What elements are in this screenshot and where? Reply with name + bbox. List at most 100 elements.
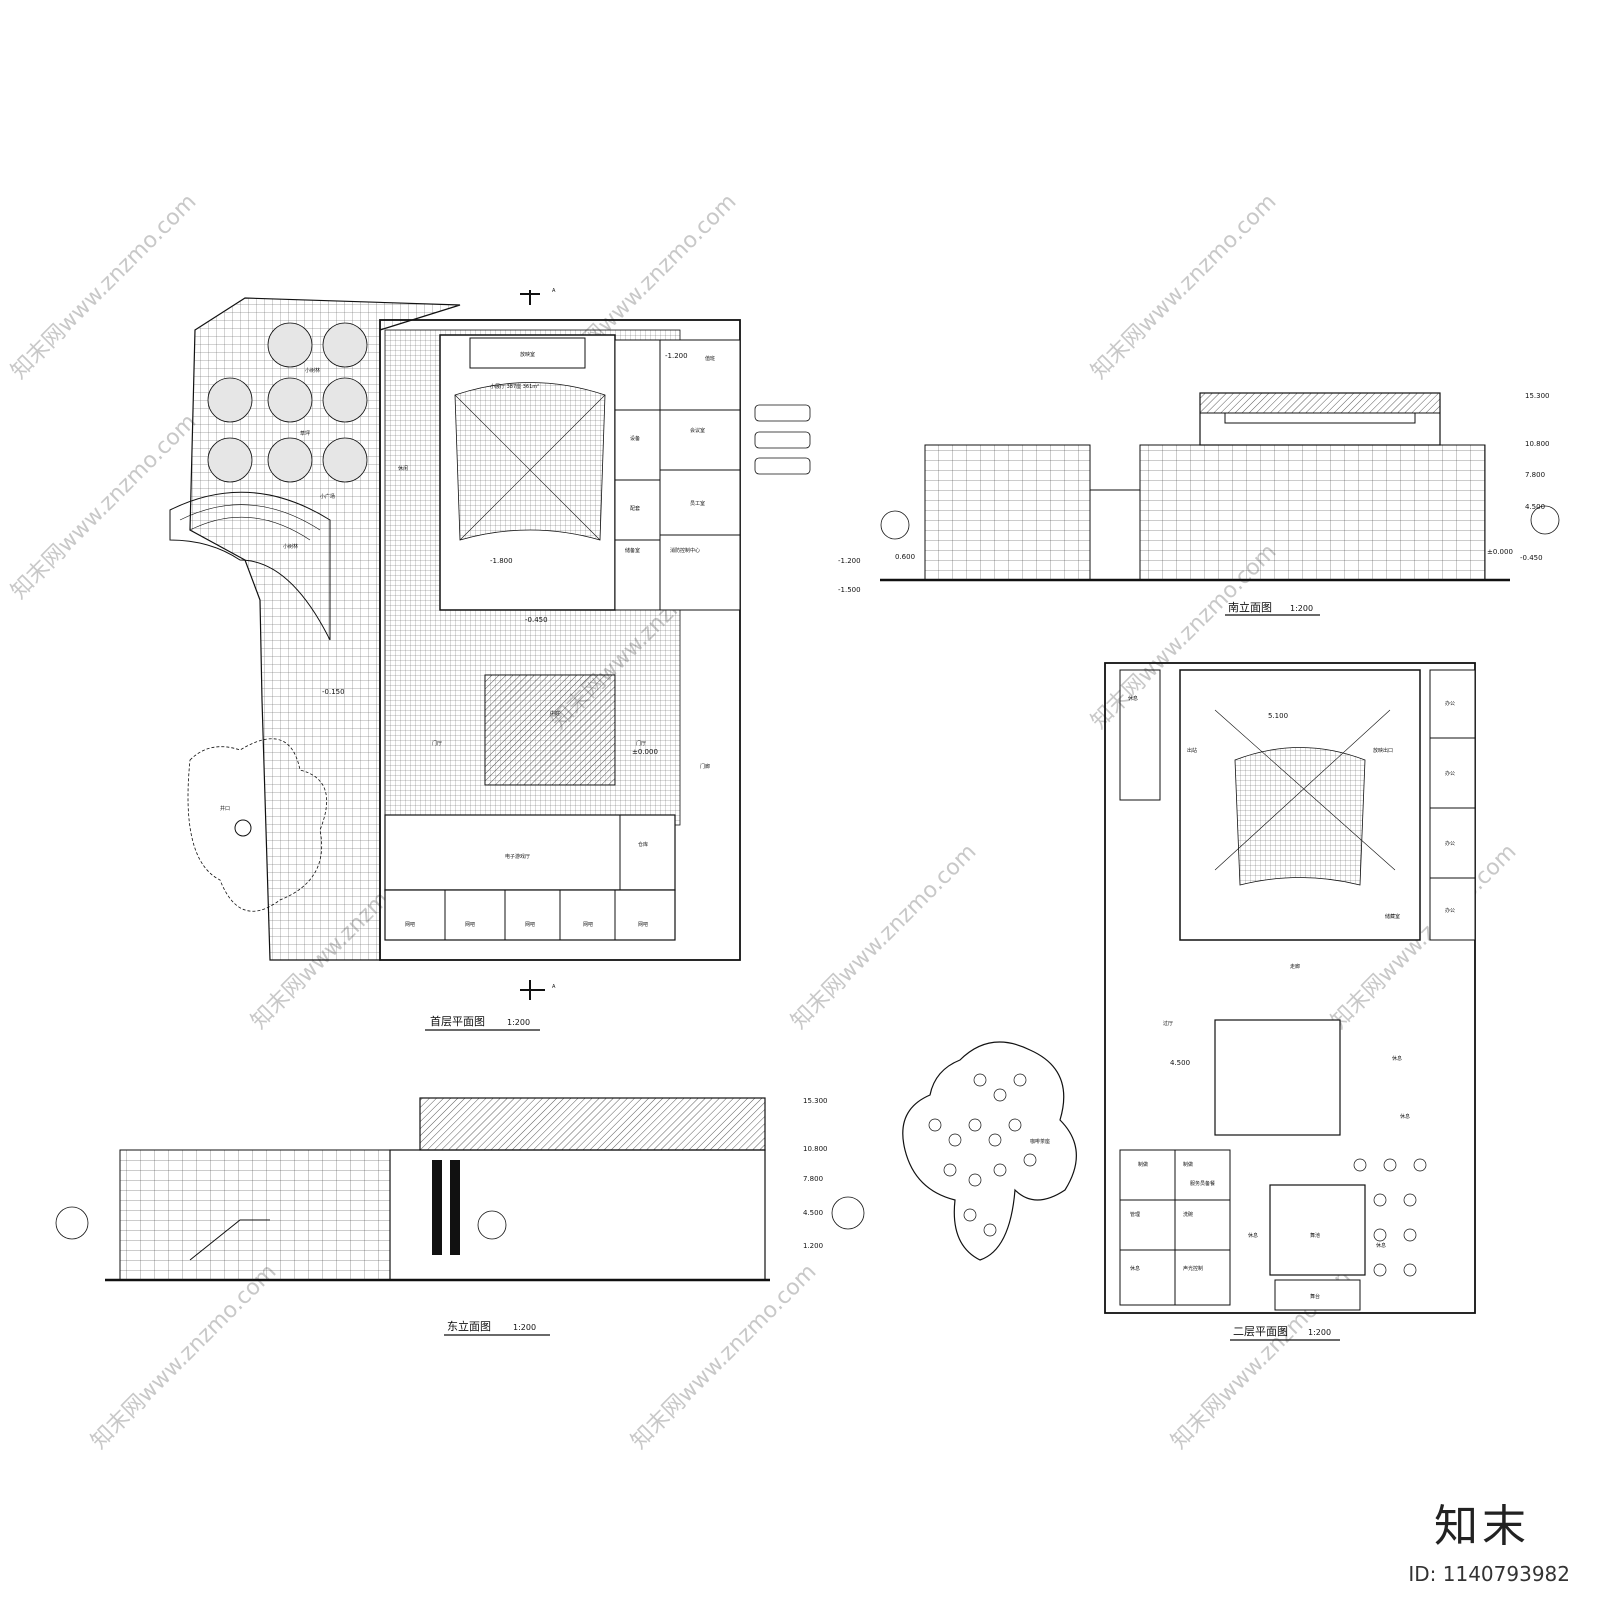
level-mark: -1.200: [838, 557, 861, 565]
tree-symbol: [831, 1196, 865, 1230]
level-mark: 10.800: [1525, 440, 1550, 448]
room-label: 小树林: [283, 543, 298, 550]
room-label: 放映室: [520, 351, 535, 358]
drawing-scale: 1:200: [1308, 1328, 1331, 1337]
room-label: 制做: [1138, 1161, 1148, 1168]
south-elevation: 15.300 10.800 7.800 4.500 ±0.000 -0.450 …: [838, 392, 1560, 616]
room-label: 管理: [1130, 1211, 1140, 1218]
pond-outline: [187, 738, 327, 912]
tree-symbol: [1530, 505, 1560, 535]
room-label: 办公: [1445, 700, 1455, 707]
level-mark: -0.450: [1520, 554, 1543, 562]
room-label: 网吧: [638, 922, 648, 928]
drawing-title: 南立面图: [1228, 600, 1272, 614]
level-mark: 0.600: [895, 553, 915, 561]
room-label: 储备室: [625, 547, 640, 554]
room-label: 制做: [1183, 1161, 1193, 1168]
tree-grove: [207, 322, 368, 483]
room-label: 休息: [1392, 1055, 1402, 1062]
cafe-terrace: [902, 1041, 1077, 1261]
watermark: 知末网www.znzmo.com: [7, 189, 202, 384]
room-label: 小广场: [320, 493, 335, 500]
room-label: 消防控制中心: [670, 547, 700, 554]
room-label: 声光控制: [1183, 1265, 1203, 1272]
facade-east-block: [389, 1149, 766, 1281]
room-label: 走廊: [1290, 963, 1300, 970]
room-label: 过厅: [1163, 1020, 1173, 1027]
watermark: 知末网www.znzmo.com: [787, 839, 982, 1034]
second-floor-plan: 休息 办公 办公 办公 办公 储藏室 走廊 过厅 休息 休息 咖啡茶座 制做 管…: [902, 662, 1476, 1341]
room-label: 网吧: [583, 922, 593, 928]
facade-left-wing: [924, 444, 1091, 581]
room-label: 门厅: [636, 740, 646, 747]
room-label: 井口: [220, 805, 230, 812]
stage: [1274, 1279, 1361, 1311]
roof-band: [1199, 392, 1441, 414]
room-label: 办公: [1445, 907, 1455, 914]
section-mark: A: [552, 288, 556, 294]
drawing-scale: 1:200: [507, 1018, 530, 1027]
room-label: 出站: [1187, 747, 1197, 754]
room-label: 会议室: [690, 427, 705, 434]
room-label: 洗碗: [1183, 1211, 1193, 1218]
parking-cars: [754, 404, 811, 475]
room-label: 休闲: [398, 465, 408, 472]
tree-symbol: [477, 1210, 507, 1240]
room-label: 草坪: [300, 430, 310, 437]
ground-floor-plan: A A 小展厅 387座 361m² 放映室 值班 会议室 设备 员工室 配套 …: [169, 288, 811, 1031]
drawing-title: 二层平面图: [1233, 1325, 1288, 1338]
elevation-mark: -1.800: [490, 557, 513, 565]
level-mark: 10.800: [803, 1145, 828, 1153]
level-mark: 1.200: [803, 1242, 823, 1250]
room-label: 网吧: [525, 922, 535, 928]
asset-id: ID: 1140793982: [1408, 1562, 1570, 1586]
room-label: 舞池: [1310, 1232, 1320, 1239]
tree-symbol: [880, 510, 910, 540]
watermark: 知末网www.znzmo.com: [87, 1259, 282, 1454]
room-label: 咖啡茶座: [1030, 1138, 1050, 1145]
elevation-mark: ±0.000: [632, 748, 658, 756]
game-hall: [384, 814, 676, 891]
room-label: 休息: [1130, 1265, 1140, 1272]
room-label: 储藏室: [1385, 913, 1400, 920]
room-label: 休息: [1248, 1232, 1258, 1239]
room-label: 休息: [1400, 1113, 1410, 1120]
room-label: 舞台: [1310, 1293, 1320, 1300]
facade-main: [1139, 444, 1486, 581]
drawing-scale: 1:200: [513, 1323, 536, 1332]
lounge-strip: [1119, 669, 1161, 801]
building-body: [379, 319, 741, 961]
level-mark: 4.500: [1525, 503, 1545, 511]
elevation-mark: -1.200: [665, 352, 688, 360]
room-label: 小树林: [305, 367, 320, 374]
level-mark: 15.300: [1525, 392, 1550, 400]
projection-room: [469, 337, 586, 369]
facade-link: [1089, 489, 1141, 581]
roof-volume-east: [419, 1097, 766, 1151]
cinema-seating: [454, 382, 606, 541]
well-symbol: [234, 819, 252, 837]
room-label: 休息: [1376, 1242, 1386, 1249]
plan-outline: [1104, 662, 1476, 1314]
room-label: 配套: [630, 505, 640, 512]
level-mark: 7.800: [1525, 471, 1545, 479]
watermark: 知末网www.znzmo.com: [7, 409, 202, 604]
room-label: 办公: [1445, 770, 1455, 777]
room-label: 电子游戏厅: [505, 853, 530, 860]
elevation-mark: -0.450: [525, 616, 548, 624]
cafe-tables: [928, 1073, 1427, 1277]
elevation-mark: -0.150: [322, 688, 345, 696]
stair-ramp: [189, 1219, 270, 1261]
room-label: 休息: [1128, 695, 1138, 702]
level-mark: 7.800: [803, 1175, 823, 1183]
elevation-mark: 5.100: [1268, 712, 1288, 720]
room-label: 网吧: [465, 922, 475, 928]
room-label: 中庭: [550, 710, 560, 717]
room-label: 值班: [705, 355, 715, 362]
room-label: 门廊: [700, 763, 710, 770]
room-label: 设备: [630, 435, 640, 442]
auditorium-seating: [1234, 747, 1366, 886]
curved-steps: [169, 491, 331, 641]
plaza-outline: [189, 297, 461, 961]
tree-symbol: [55, 1206, 89, 1240]
